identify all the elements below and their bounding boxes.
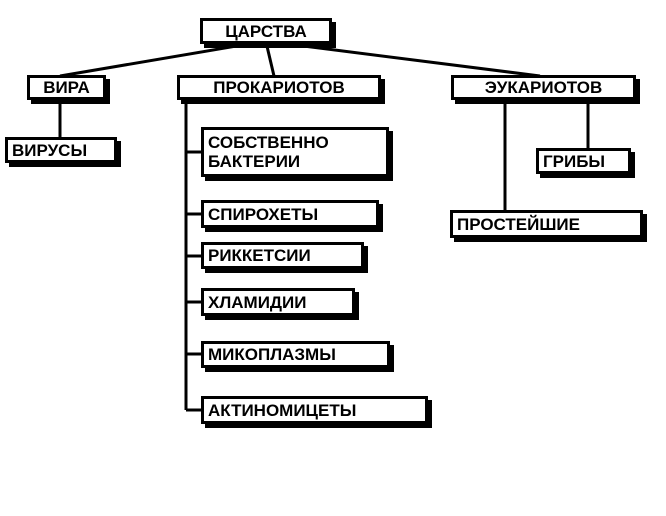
leaf-node-bacteria: СОБСТВЕННО БАКТЕРИИ <box>201 127 389 177</box>
leaf-node-rickettsia: РИККЕТСИИ <box>201 242 364 269</box>
leaf-node-mycoplasma: МИКОПЛАЗМЫ <box>201 341 390 368</box>
leaf-node-chlamydia: ХЛАМИДИИ <box>201 288 355 316</box>
branch-node-prokaryotes: ПРОКАРИОТОВ <box>177 75 381 100</box>
leaf-node-fungi: ГРИБЫ <box>536 148 631 174</box>
connector-root-vira <box>59 40 261 78</box>
leaf-node-actinomycetes: АКТИНОМИЦЕТЫ <box>201 396 428 424</box>
branch-node-eukaryotes: ЭУКАРИОТОВ <box>451 75 636 100</box>
connector-root-eukaryotes <box>271 40 541 78</box>
leaf-node-viruses: ВИРУСЫ <box>5 137 117 163</box>
leaf-node-protists: ПРОСТЕЙШИЕ <box>450 210 643 238</box>
connector-root-prokaryotes <box>264 41 276 77</box>
root-node: ЦАРСТВА <box>200 18 332 44</box>
branch-node-vira: ВИРА <box>27 75 106 100</box>
leaf-node-spirochetes: СПИРОХЕТЫ <box>201 200 379 228</box>
